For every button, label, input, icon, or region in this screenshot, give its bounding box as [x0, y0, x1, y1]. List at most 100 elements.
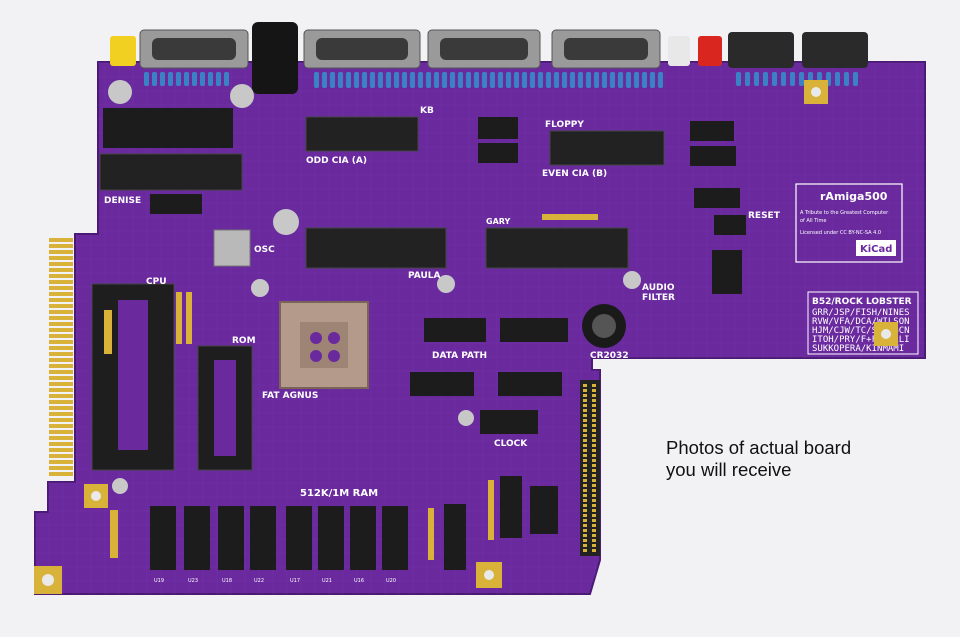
capacitor	[192, 72, 197, 86]
caption: Photos of actual board you will receive	[666, 437, 926, 481]
capacitor	[763, 72, 768, 86]
header-pin	[583, 464, 587, 467]
data-path-chip	[410, 372, 474, 396]
header-pin	[583, 449, 587, 452]
gold-finger	[49, 334, 73, 338]
header-pin	[583, 539, 587, 542]
header-pin	[592, 514, 596, 517]
header-pin	[583, 389, 587, 392]
header-pin	[592, 389, 596, 392]
capacitor	[570, 72, 575, 88]
logic-chip	[150, 194, 202, 214]
capacitor	[322, 72, 327, 88]
gold-finger	[49, 298, 73, 302]
capacitor	[602, 72, 607, 88]
floppy-label: FLOPPY	[545, 120, 584, 130]
odd-cia-socket	[305, 116, 419, 152]
capacitor	[626, 72, 631, 88]
gold-header	[104, 310, 112, 354]
header-pin	[592, 404, 596, 407]
capacitor	[506, 72, 511, 88]
capacitor	[410, 72, 415, 88]
ram-chip	[184, 506, 210, 570]
header-pin	[592, 479, 596, 482]
header-pin	[592, 474, 596, 477]
cpu-label: CPU	[146, 277, 167, 287]
gold-header	[176, 292, 182, 344]
gold-finger	[49, 376, 73, 380]
capacitor	[370, 72, 375, 88]
capacitor	[498, 72, 503, 88]
even-cia-label: EVEN CIA (B)	[542, 169, 607, 179]
fat-agnus-label: FAT AGNUS	[262, 391, 318, 401]
header-pin	[592, 409, 596, 412]
gold-finger	[49, 262, 73, 266]
header-pin	[592, 519, 596, 522]
capacitor	[736, 72, 741, 86]
gold-finger	[49, 430, 73, 434]
header-pin	[592, 444, 596, 447]
capacitor	[799, 72, 804, 86]
capacitor	[634, 72, 639, 88]
header-pin	[583, 429, 587, 432]
header-pin	[592, 534, 596, 537]
capacitor	[386, 72, 391, 88]
denise-label: DENISE	[104, 196, 141, 206]
capacitor	[853, 72, 858, 86]
electrolytic-capacitor	[112, 478, 128, 494]
gold-finger	[49, 406, 73, 410]
header-pin	[592, 424, 596, 427]
capacitor	[658, 72, 663, 88]
kicad-logo	[856, 240, 896, 256]
paula-label: PAULA	[408, 271, 441, 281]
clock-chip	[480, 410, 538, 434]
electrolytic-capacitor	[108, 80, 132, 104]
header-pin	[592, 419, 596, 422]
capacitor	[594, 72, 599, 88]
gold-finger	[49, 292, 73, 296]
header-pin	[592, 429, 596, 432]
capacitor	[790, 72, 795, 86]
capacitor	[538, 72, 543, 88]
header-pin	[583, 489, 587, 492]
header-pin	[583, 419, 587, 422]
capacitor	[434, 72, 439, 88]
header-pin	[583, 524, 587, 527]
gold-finger	[49, 364, 73, 368]
capacitor	[610, 72, 615, 88]
caption-line-2: you will receive	[666, 459, 792, 480]
data-path-chip	[424, 318, 486, 342]
capacitor	[514, 72, 519, 88]
gold-finger	[49, 394, 73, 398]
ram-chip-label: U18	[222, 578, 232, 584]
gold-finger	[49, 352, 73, 356]
capacitor	[160, 72, 165, 86]
gold-header	[488, 480, 494, 540]
capacitor	[394, 72, 399, 88]
header-pin	[583, 394, 587, 397]
capacitor	[650, 72, 655, 88]
ram-chip	[286, 506, 312, 570]
logic-chip	[530, 486, 558, 534]
logic-chip	[690, 146, 736, 166]
header-pin	[583, 519, 587, 522]
audio-filter-chip	[712, 250, 742, 294]
electrolytic-capacitor	[230, 84, 254, 108]
audio-filter-label-1: AUDIO	[642, 283, 675, 293]
electrolytic-capacitor	[623, 271, 641, 289]
gold-finger	[49, 340, 73, 344]
license-text: Licensed under CC BY-NC-SA 4.0	[800, 230, 881, 236]
logic-chip	[444, 504, 466, 570]
capacitor	[562, 72, 567, 88]
logic-chip	[714, 215, 746, 235]
rca-connector-yellow	[110, 36, 136, 66]
gold-finger	[49, 268, 73, 272]
header-pin	[583, 479, 587, 482]
paula-socket	[305, 227, 447, 269]
header-pin	[592, 394, 596, 397]
header-pin	[583, 454, 587, 457]
header-pin	[592, 439, 596, 442]
credits-block	[807, 291, 919, 355]
ram-chip-label: U21	[322, 578, 332, 584]
